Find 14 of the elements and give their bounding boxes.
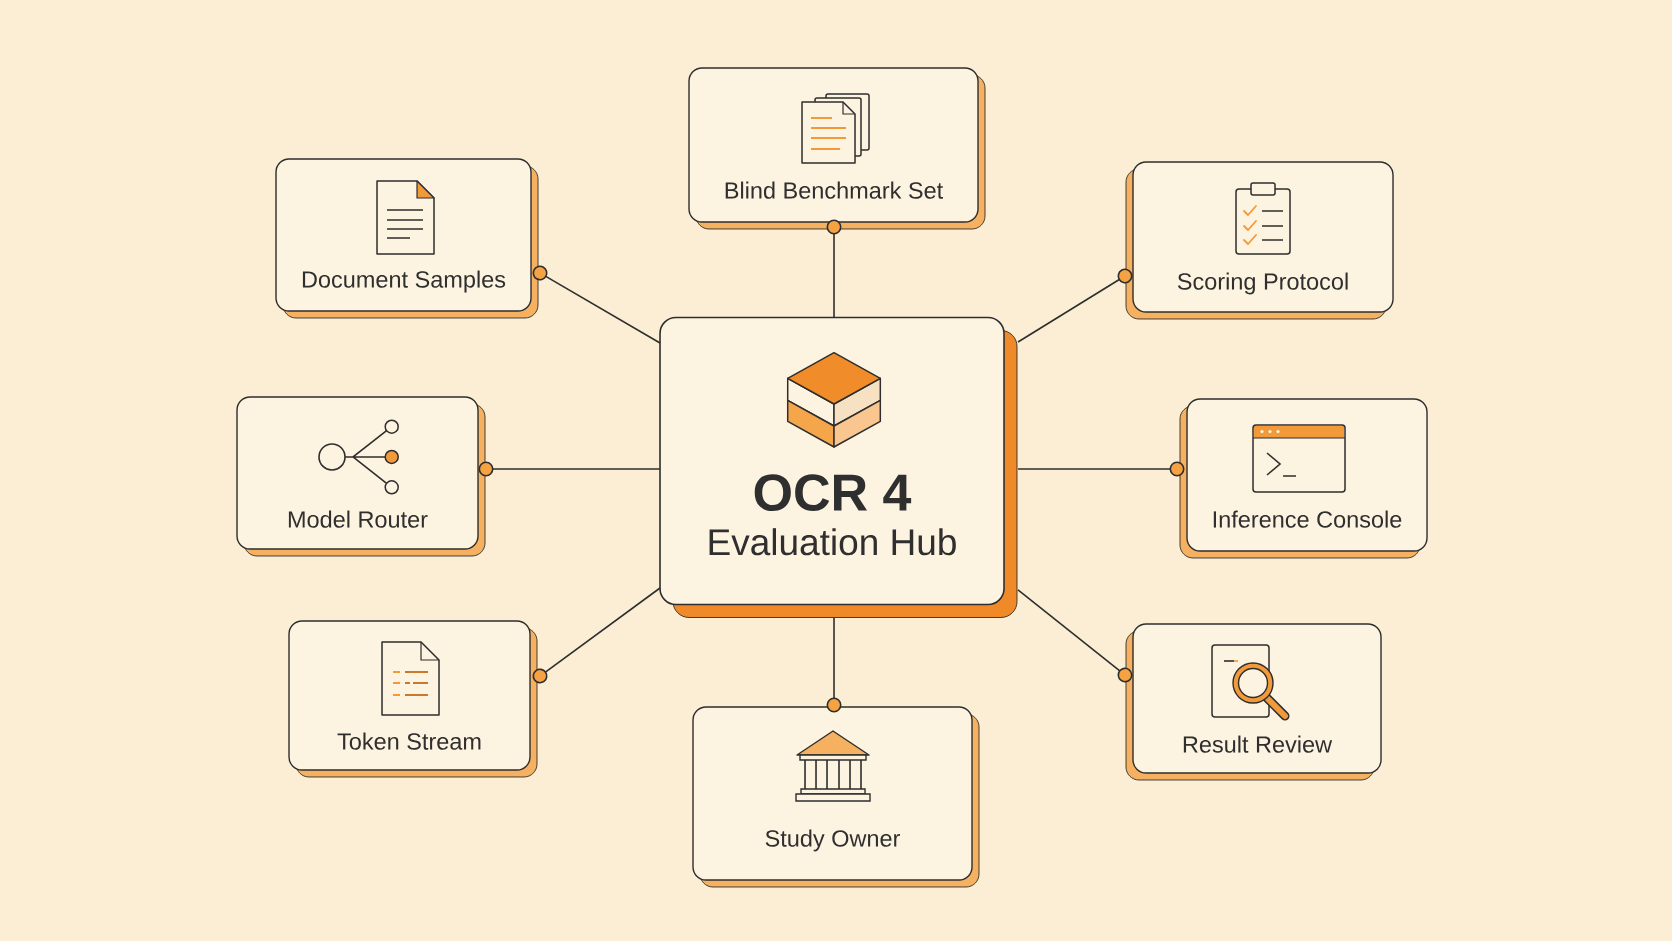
rounded-box: Scoring Protocol <box>1125 161 1394 320</box>
connector <box>1017 589 1133 683</box>
rounded-box: Study Owner <box>692 706 980 888</box>
hub-box: OCR 4 Evaluation Hub <box>659 316 1018 618</box>
connector <box>1017 268 1133 343</box>
connector <box>826 219 842 319</box>
connector <box>532 587 661 684</box>
connector <box>1017 461 1185 477</box>
connector <box>826 616 842 713</box>
rounded-box: Result Review <box>1125 623 1382 781</box>
rounded-box: Model Router <box>236 396 486 557</box>
rounded-box: Blind Benchmark Set <box>688 67 986 230</box>
connector <box>478 461 661 477</box>
connector <box>532 265 661 344</box>
